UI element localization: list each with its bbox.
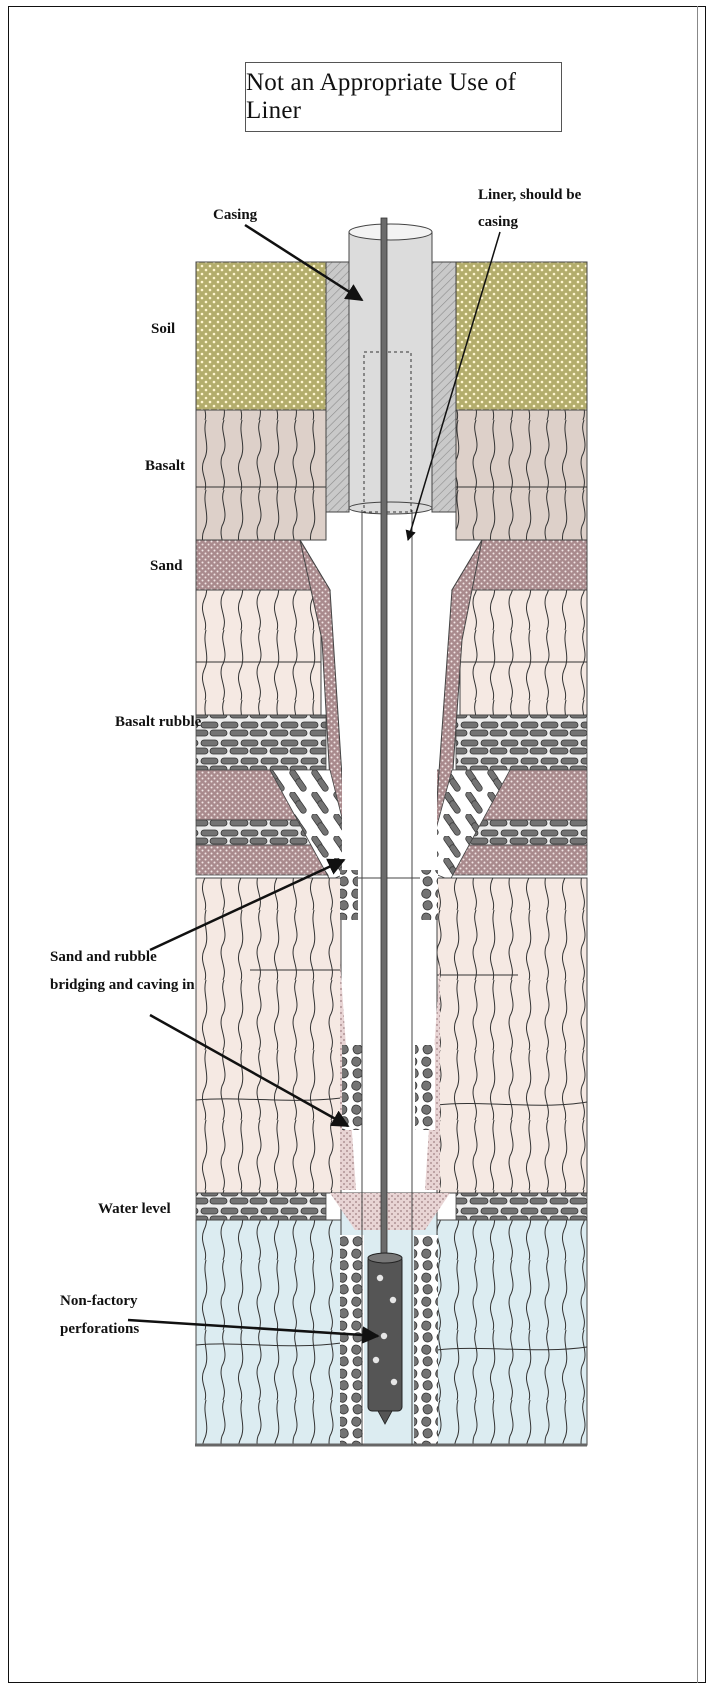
label-sand: Sand [150, 558, 183, 574]
left-basalt-lower [196, 878, 341, 1193]
left-caving-column-mid [342, 1045, 362, 1130]
left-rubble-water-band [196, 1193, 326, 1220]
right-caving-column-bottom [414, 1235, 438, 1445]
callout-perf-line2: perforations [60, 1321, 139, 1337]
right-water-zone [437, 1220, 587, 1445]
callout-liner-line1: Liner, should be [478, 187, 582, 203]
label-soil: Soil [151, 321, 175, 337]
callout-bridging-line2: bridging and caving in [50, 977, 195, 993]
perforation-hole [373, 1357, 379, 1363]
casing-grout-right [432, 262, 456, 512]
casing [326, 224, 456, 514]
callout-perf-line1: Non-factory [60, 1293, 138, 1309]
right-caving-column-mid [415, 1045, 435, 1130]
label-basalt: Basalt [145, 458, 185, 474]
casing-pipe [349, 232, 432, 508]
perforation-hole [390, 1297, 396, 1303]
left-basalt-middle [196, 590, 321, 715]
right-soil-layer [456, 262, 587, 410]
label-basalt-rubble: Basalt rubble [115, 714, 202, 730]
perforation-hole [381, 1333, 387, 1339]
perforation-hole [391, 1379, 397, 1385]
label-water-level: Water level [98, 1201, 171, 1217]
right-rubble-layer [456, 715, 587, 770]
borehole-open-lower [341, 878, 437, 1193]
layer-labels: Soil Basalt Sand Basalt rubble Water lev… [98, 321, 202, 1217]
left-rubble-layer [196, 715, 326, 770]
left-caving-column-upper [340, 870, 358, 920]
perforation-hole [377, 1275, 383, 1281]
right-basalt-lower [437, 878, 587, 1193]
drop-pipe [381, 218, 387, 1260]
casing-top [349, 224, 432, 240]
right-basalt-upper [456, 410, 587, 540]
callout-bridging-line1: Sand and rubble [50, 949, 157, 965]
callout-liner-line2: casing [478, 214, 519, 230]
right-caving-column-upper [420, 870, 438, 920]
borehole-open-upper [342, 510, 437, 885]
callout-casing: Casing [213, 207, 258, 223]
right-basalt-middle [460, 590, 587, 715]
casing-grout-left [326, 262, 349, 512]
left-soil-layer [196, 262, 326, 410]
left-caving-column-bottom [340, 1235, 364, 1445]
right-rubble-water-band [456, 1193, 587, 1220]
left-basalt-upper [196, 410, 326, 540]
